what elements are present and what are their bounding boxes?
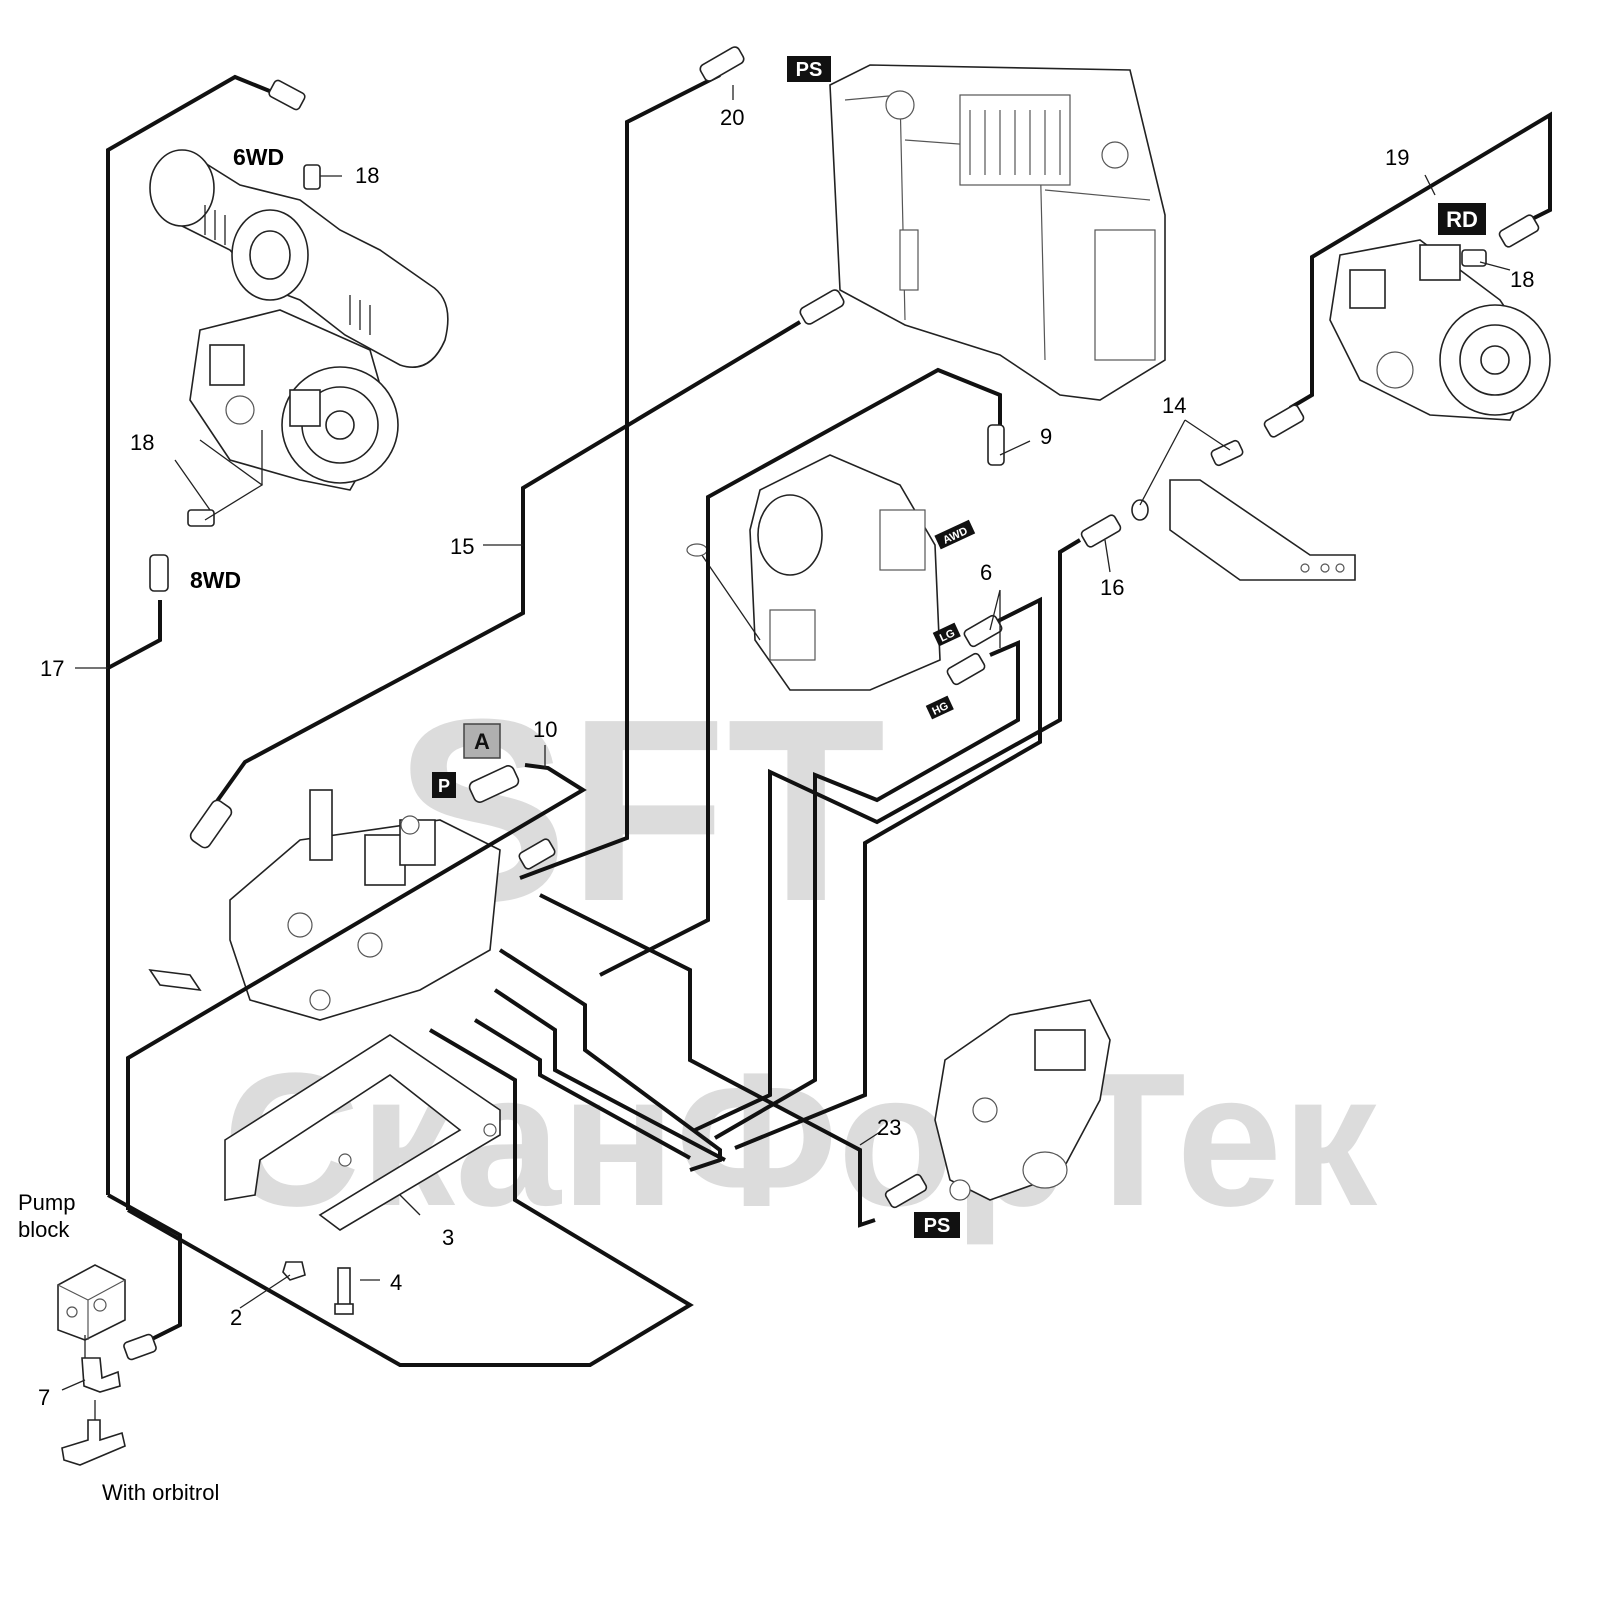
hose-17-lower — [107, 1193, 182, 1347]
label-pump-block-2: block — [18, 1217, 70, 1242]
svg-text:PS: PS — [924, 1215, 951, 1237]
label-10: 10 — [533, 717, 557, 742]
tag-rd: RD — [1438, 203, 1486, 235]
hose-parallel-a — [498, 948, 722, 1172]
bolt-4 — [334, 1267, 354, 1315]
hose-6 — [734, 596, 1042, 1150]
label-16: 16 — [1100, 575, 1124, 600]
hose-16 — [694, 538, 1082, 1132]
hose-lower-loop — [127, 1028, 694, 1367]
hose-ends — [123, 46, 1540, 1361]
svg-text:PS: PS — [796, 59, 823, 81]
svg-text:AWD: AWD — [941, 525, 969, 547]
tag-p: P — [432, 772, 456, 798]
mounting-bracket — [1169, 479, 1356, 581]
engine-block-top — [829, 64, 1166, 401]
tag-a: A — [463, 723, 501, 759]
label-8wd: 8WD — [190, 567, 241, 593]
label-6wd: 6WD — [233, 144, 284, 170]
hose-15 — [203, 320, 802, 820]
svg-text:A: A — [474, 729, 490, 754]
label-9: 9 — [1040, 424, 1052, 449]
label-18-left: 18 — [130, 430, 154, 455]
axle-hub-right — [1329, 239, 1551, 421]
tag-lg: LG — [932, 622, 961, 647]
hose-23 — [539, 893, 876, 1228]
mounting-plate — [224, 1034, 501, 1231]
hose-lines — [106, 73, 1552, 1367]
gearbox-valve — [686, 454, 941, 691]
hose-10 — [126, 763, 587, 1210]
hose-9 — [599, 367, 1002, 977]
label-18-right: 18 — [1510, 267, 1534, 292]
pump-unit — [934, 999, 1111, 1201]
fitting-18-left — [187, 509, 215, 527]
hose-parallel-c — [473, 1018, 691, 1160]
fitting-18-right — [1461, 249, 1487, 267]
label-2: 2 — [230, 1305, 242, 1330]
driveshaft — [149, 149, 449, 368]
label-3: 3 — [442, 1225, 454, 1250]
label-23: 23 — [877, 1115, 901, 1140]
label-with-orbitrol: With orbitrol — [102, 1480, 219, 1505]
hose-17-branch — [107, 600, 162, 670]
tag-hg: HG — [925, 695, 954, 720]
pump-block — [57, 1264, 126, 1341]
tag-awd: AWD — [934, 519, 976, 550]
label-20: 20 — [720, 105, 744, 130]
hose-6b — [713, 639, 1020, 1140]
tag-ps-top: PS — [787, 56, 831, 82]
label-19: 19 — [1385, 145, 1409, 170]
svg-text:P: P — [438, 776, 450, 796]
svg-text:LG: LG — [938, 627, 957, 644]
label-14: 14 — [1162, 393, 1186, 418]
label-4: 4 — [390, 1270, 402, 1295]
label-pump-block-1: Pump — [18, 1190, 75, 1215]
label-7: 7 — [38, 1385, 50, 1410]
label-15: 15 — [450, 534, 474, 559]
leader-lines — [61, 85, 1511, 1420]
hose-parallel-b — [493, 988, 726, 1162]
hose-20 — [519, 73, 721, 880]
axle-hub-left — [189, 309, 399, 491]
tag-ps-bottom: PS — [914, 1212, 960, 1238]
fitting-7 — [61, 1357, 126, 1466]
label-18-top: 18 — [355, 163, 379, 188]
label-17: 17 — [40, 656, 64, 681]
fitting-18-top — [303, 164, 321, 190]
svg-text:RD: RD — [1446, 207, 1478, 232]
label-6: 6 — [980, 560, 992, 585]
hose-17 — [106, 74, 273, 1195]
